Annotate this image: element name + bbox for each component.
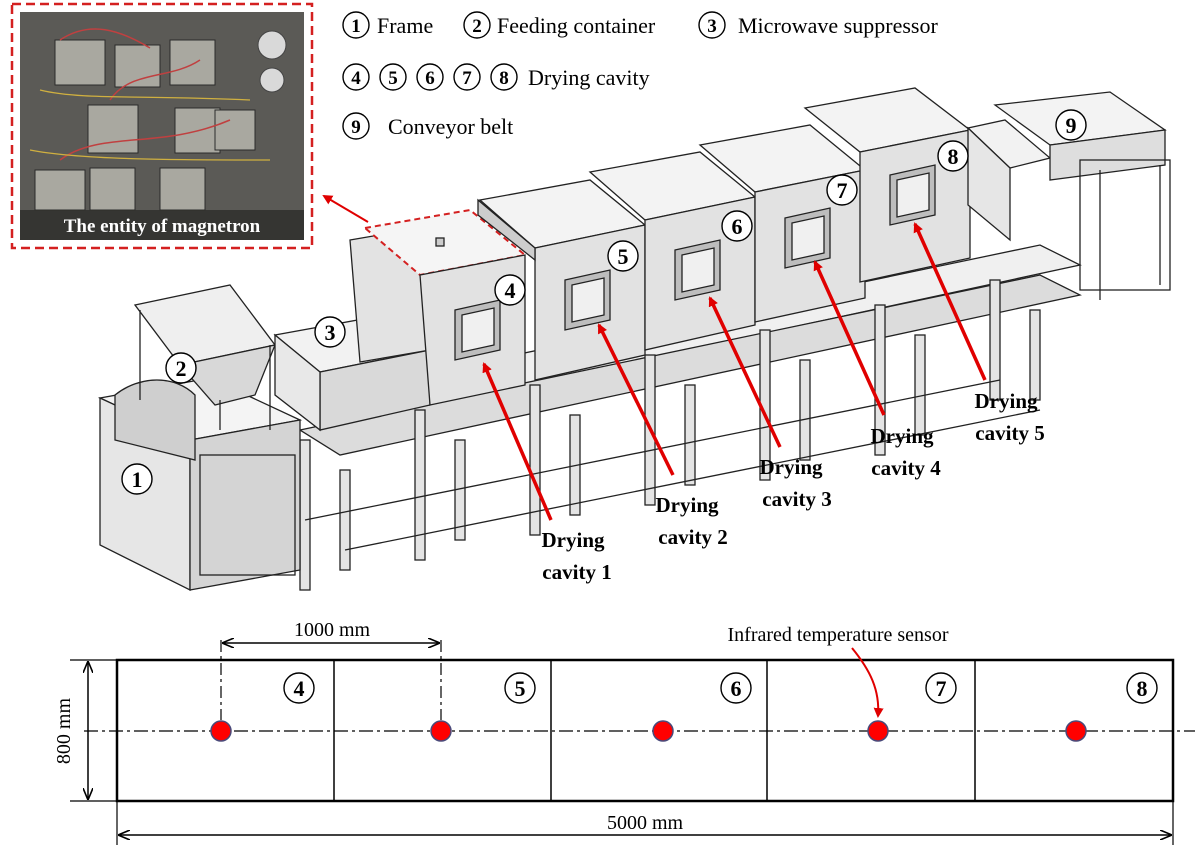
model-label-4: 4 (505, 278, 516, 303)
height-label: 800 mm (53, 698, 75, 765)
cavity-label-5-line2: cavity 5 (975, 421, 1044, 445)
legend-num: 4 (351, 68, 361, 89)
feeding-container (133, 284, 277, 430)
model-label-2: 2 (176, 356, 187, 381)
legend-text: Microwave suppressor (738, 13, 938, 38)
legend-num: 9 (351, 117, 361, 138)
model-labels: 1 2 3 4 5 6 7 8 9 (121, 109, 1087, 495)
sensor-label: Infrared temperature sensor (728, 624, 949, 646)
model-label-8: 8 (948, 144, 959, 169)
frame-box (97, 377, 303, 592)
legend-num: 8 (499, 68, 509, 89)
sensor-dot (1065, 720, 1087, 742)
exit-section (966, 119, 1052, 242)
legend-text: Drying cavity (528, 65, 650, 90)
legend-num: 7 (462, 68, 472, 89)
photo-caption: The entity of magnetron (64, 216, 261, 237)
legend-text: Conveyor belt (388, 114, 513, 139)
cavity-label-5-line1: Drying (975, 389, 1039, 413)
cavity-labels: Drying cavity 1 Drying cavity 2 Drying c… (542, 389, 1045, 584)
cavity-label-3-line1: Drying (760, 455, 824, 479)
cavity-label-1-line1: Drying (542, 528, 606, 552)
magnetron-photo: The entity of magnetron (10, 2, 314, 250)
sensor-dot (652, 720, 674, 742)
model-label-6: 6 (732, 214, 743, 239)
legend-num: 6 (425, 68, 435, 89)
legend-num: 5 (388, 68, 398, 89)
model-label-7: 7 (837, 178, 848, 203)
drying-cavity-5-box (803, 87, 972, 283)
sensor-dot (430, 720, 452, 742)
legend-text: Frame (377, 13, 433, 38)
model-label-1: 1 (132, 467, 143, 492)
drying-cavity-4-box (698, 124, 867, 323)
legend-line-2: 4 5 6 7 8 Drying cavity (342, 63, 650, 91)
model-label-3: 3 (325, 320, 336, 345)
legend-num: 3 (707, 16, 717, 37)
plan-num: 5 (515, 676, 526, 701)
cavity-label-2-line2: cavity 2 (658, 525, 727, 549)
cavity-label-4-line1: Drying (871, 424, 935, 448)
temperature-sensors (210, 720, 1087, 742)
plan-num: 7 (936, 676, 947, 701)
sensor-pointer-arrow (851, 647, 884, 718)
legend: 1 Frame 2 Feeding container 3 Microwave … (342, 11, 938, 140)
legend-line-3: 9 Conveyor belt (342, 112, 513, 140)
legend-text: Feeding container (497, 13, 656, 38)
sensor-dot (210, 720, 232, 742)
cavity-label-4-line2: cavity 4 (871, 456, 941, 480)
sensor-dot (867, 720, 889, 742)
plan-cavity-nums: 4 5 6 7 8 (283, 672, 1158, 704)
cavity-label-3-line2: cavity 3 (762, 487, 831, 511)
magnetron-units-illustration (34, 39, 256, 211)
microwave-suppressor (273, 227, 432, 432)
cavity-label-1-line2: cavity 1 (542, 560, 611, 584)
cavity-label-2-line1: Drying (656, 493, 720, 517)
plan-num: 4 (294, 676, 305, 701)
length-label: 5000 mm (607, 812, 684, 834)
plan-num: 6 (731, 676, 742, 701)
model-label-9: 9 (1066, 113, 1077, 138)
model-label-5: 5 (618, 244, 629, 269)
plan-view: 4 5 6 7 8 1000 mm Infrared temperature s… (53, 619, 1195, 845)
legend-line-1: 1 Frame 2 Feeding container 3 Microwave … (342, 11, 938, 39)
legend-num: 2 (472, 16, 482, 37)
cavity-arrows (482, 222, 987, 521)
photo-pointer-arrow (322, 194, 369, 223)
plan-num: 8 (1137, 676, 1148, 701)
spacing-label: 1000 mm (294, 619, 371, 641)
legend-num: 1 (351, 16, 361, 37)
